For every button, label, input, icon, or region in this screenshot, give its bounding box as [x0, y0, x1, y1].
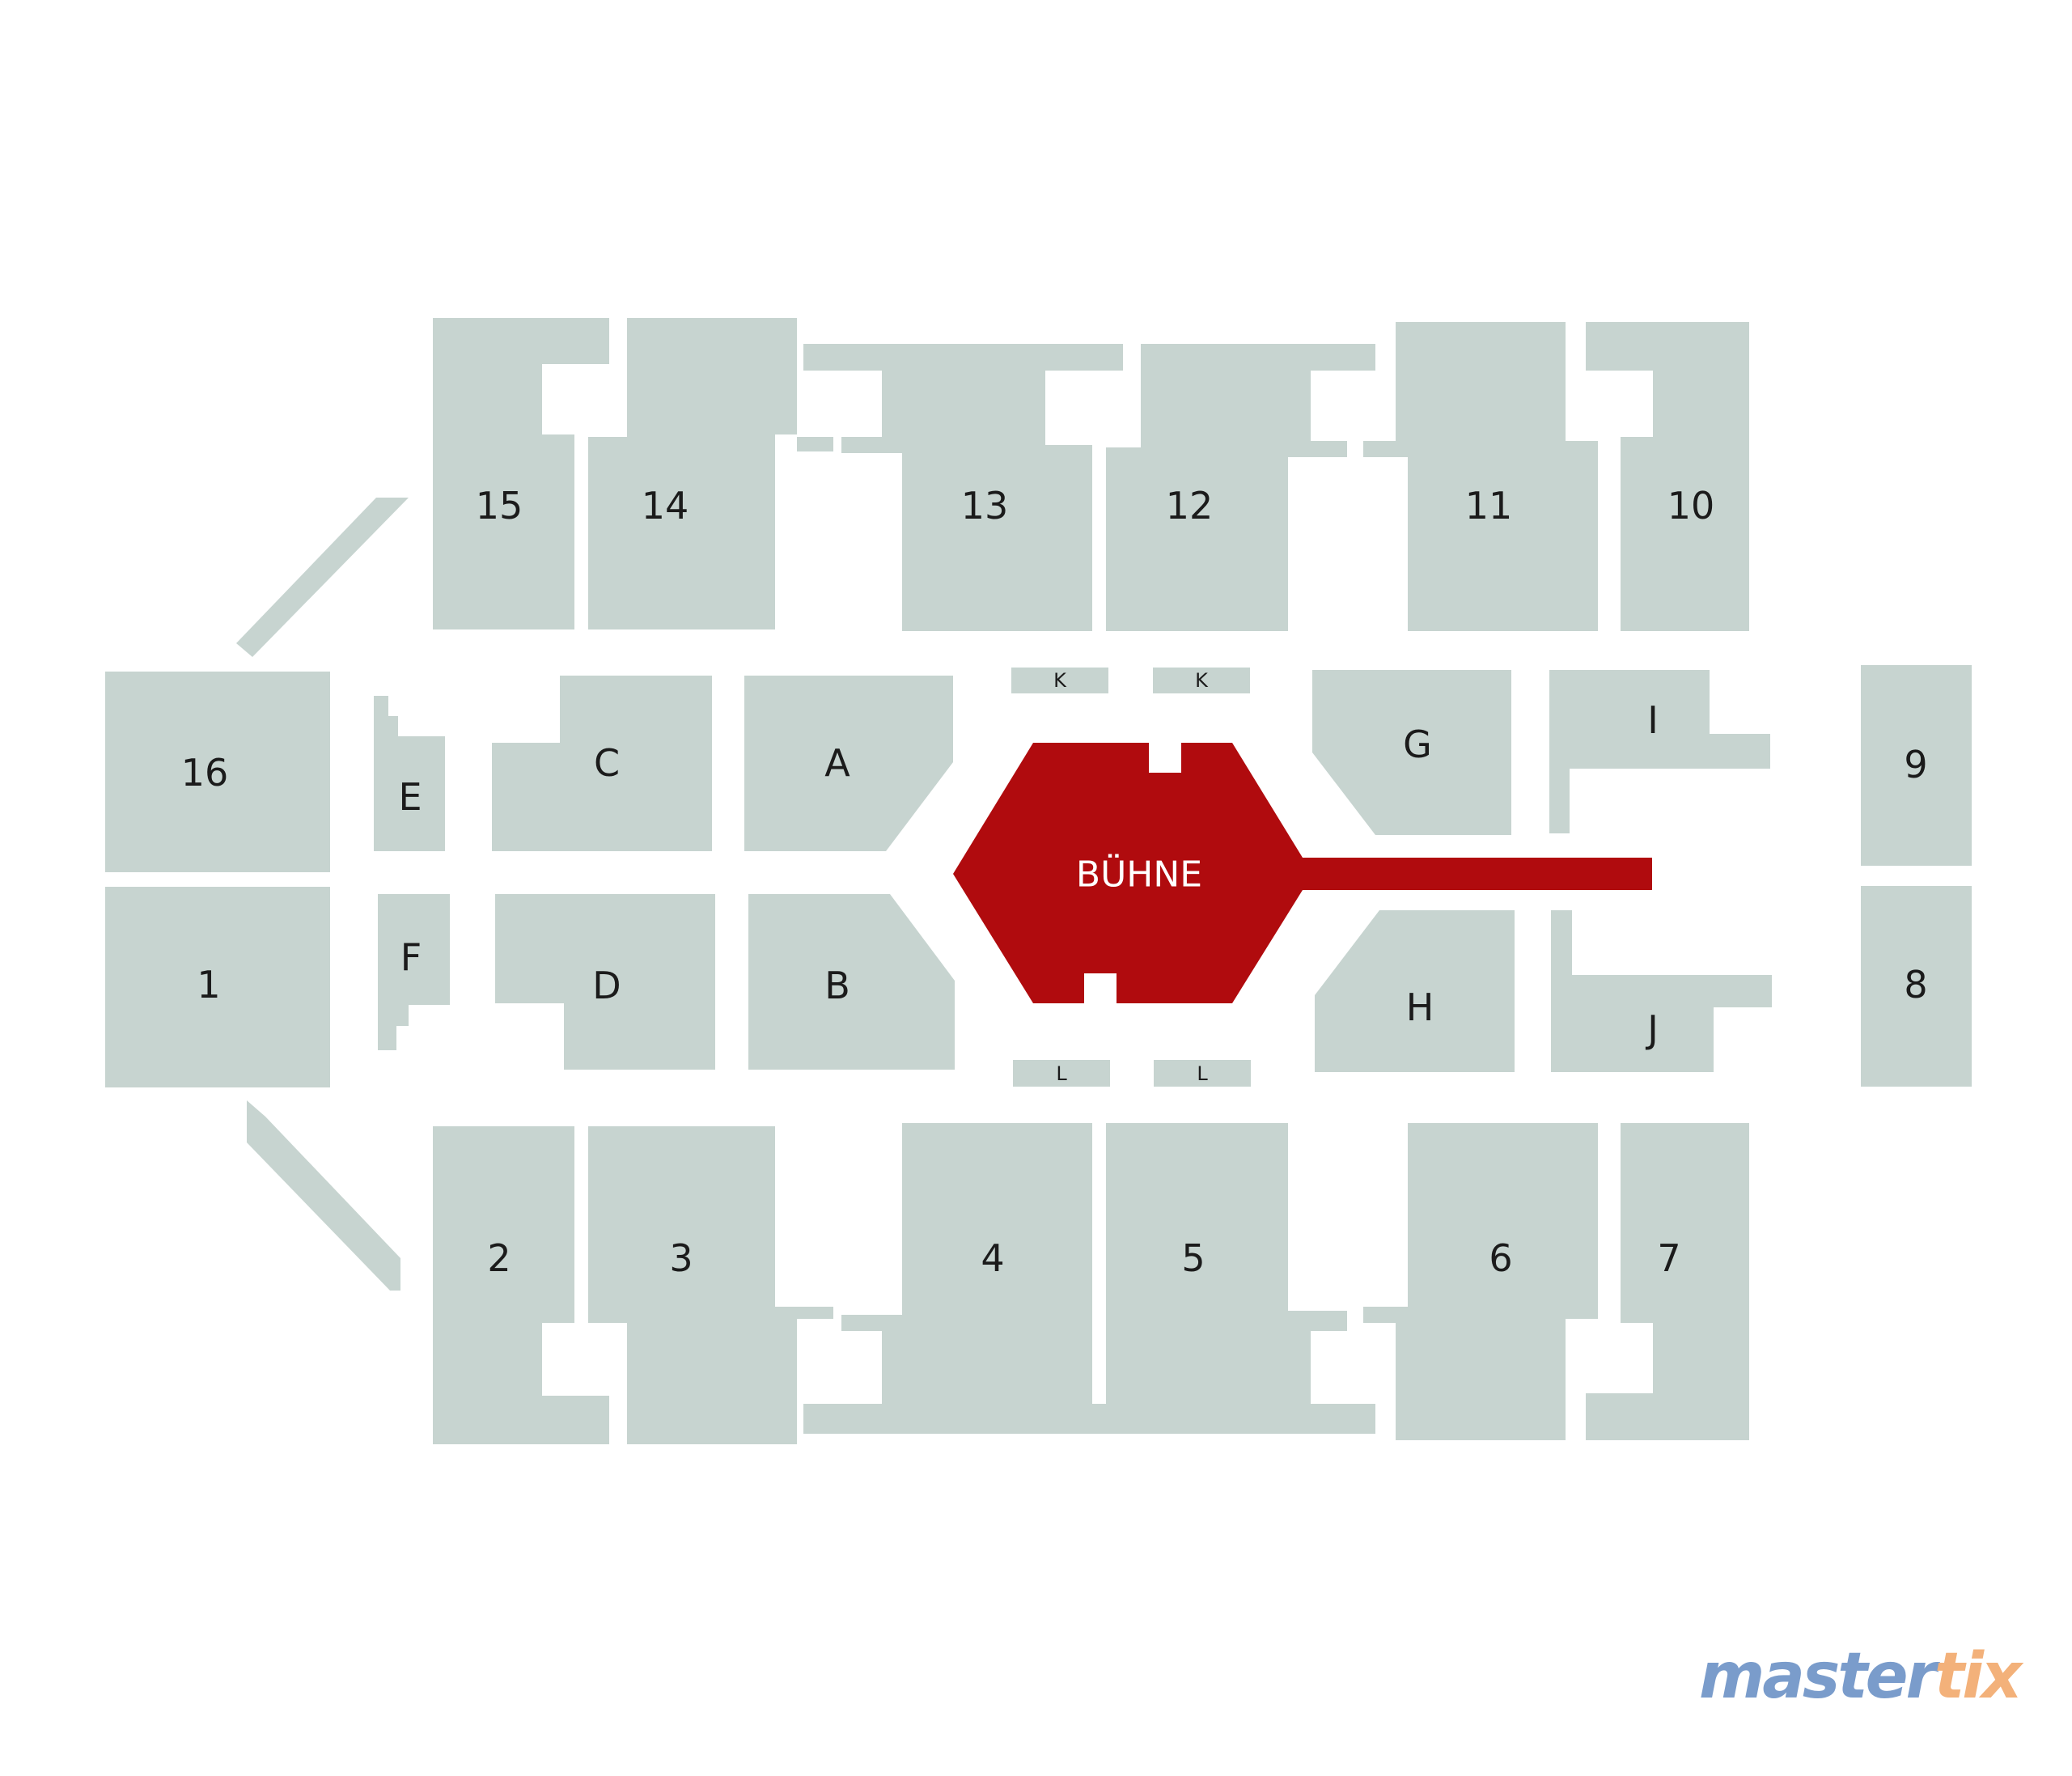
- section-L-left[interactable]: [1013, 1060, 1110, 1087]
- mastertix-logo: mastertix: [1699, 1640, 2024, 1713]
- section-5[interactable]: [1106, 1123, 1375, 1434]
- section-I[interactable]: [1549, 670, 1770, 833]
- section-15[interactable]: [433, 318, 609, 629]
- logo-part-master: master: [1699, 1640, 1941, 1713]
- section-A[interactable]: [744, 676, 953, 851]
- section-9[interactable]: [1861, 665, 1972, 866]
- section-D[interactable]: [495, 894, 715, 1070]
- section-11[interactable]: [1363, 322, 1598, 631]
- corner-aisle-top-left: [236, 498, 409, 657]
- section-6[interactable]: [1363, 1123, 1598, 1440]
- section-2[interactable]: [433, 1126, 609, 1444]
- section-F[interactable]: [378, 894, 450, 1050]
- section-14[interactable]: [588, 318, 797, 629]
- section-K-right[interactable]: [1153, 668, 1250, 693]
- section-16[interactable]: [105, 672, 330, 872]
- section-G[interactable]: [1312, 670, 1511, 835]
- section-3[interactable]: [588, 1126, 833, 1444]
- corner-aisle-bottom-left: [247, 1100, 400, 1291]
- section-J[interactable]: [1551, 910, 1772, 1072]
- section-B[interactable]: [748, 894, 955, 1070]
- section-8[interactable]: [1861, 886, 1972, 1087]
- stage[interactable]: [953, 743, 1652, 1003]
- section-12[interactable]: [1106, 344, 1375, 631]
- section-13-connector: [797, 437, 833, 451]
- section-C[interactable]: [492, 676, 712, 851]
- section-K-left[interactable]: [1011, 668, 1108, 693]
- section-H[interactable]: [1315, 910, 1515, 1072]
- section-7[interactable]: [1586, 1123, 1749, 1440]
- section-13[interactable]: [803, 344, 1123, 631]
- section-1[interactable]: [105, 887, 330, 1087]
- section-10[interactable]: [1586, 322, 1749, 631]
- logo-part-tix: tix: [1934, 1640, 2024, 1713]
- section-4[interactable]: [803, 1123, 1123, 1434]
- section-L-right[interactable]: [1154, 1060, 1251, 1087]
- section-4-connector: [1045, 1327, 1092, 1404]
- section-E[interactable]: [374, 696, 445, 851]
